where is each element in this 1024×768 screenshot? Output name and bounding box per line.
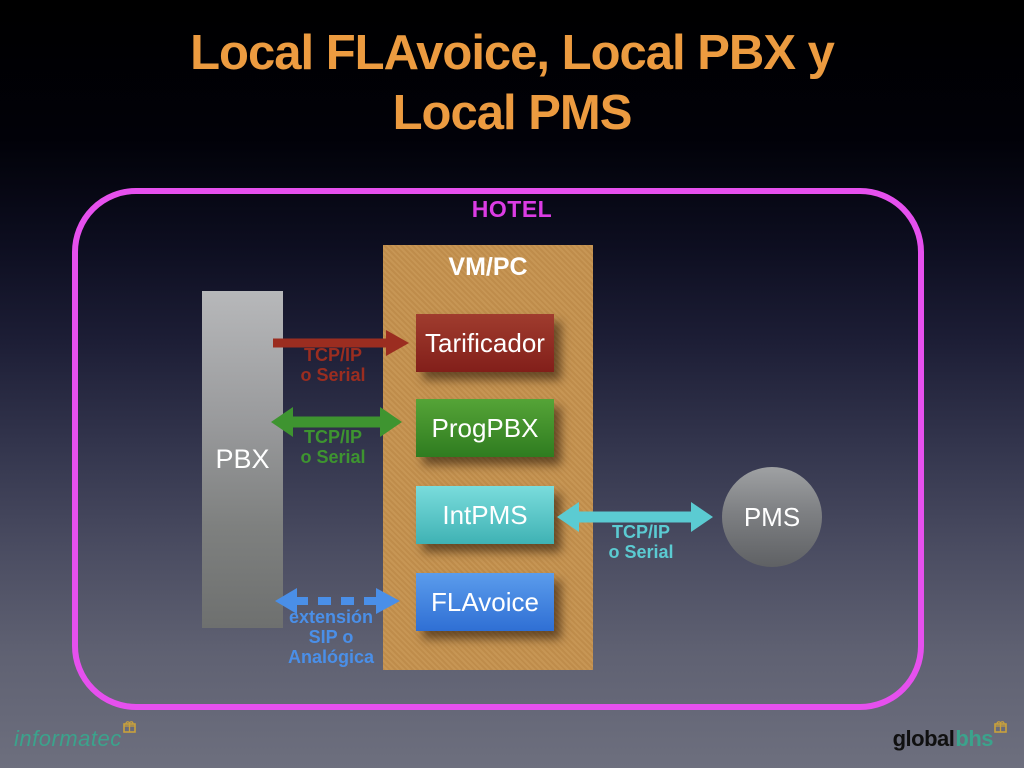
label-pbx-progpbx: TCP/IP o Serial: [300, 427, 366, 467]
hotel-boundary: [72, 188, 924, 710]
informatec-mark-icon: [122, 721, 136, 733]
module-progpbx-label: ProgPBX: [431, 412, 539, 443]
module-tarificador: Tarificador: [416, 314, 554, 372]
pms-node: PMS: [722, 467, 822, 567]
pbx-label: PBX: [215, 444, 270, 474]
module-tarificador-label: Tarificador: [425, 327, 545, 358]
vmpc-label: VM/PC: [448, 253, 528, 281]
title-line-2: Local PMS: [392, 85, 633, 140]
module-intpms-label: IntPMS: [442, 499, 528, 530]
pms-label: PMS: [743, 501, 801, 532]
title-line-1: Local FLAvoice, Local PBX y: [190, 26, 835, 80]
module-flavoice: FLAvoice: [416, 573, 554, 631]
label-pbx-tarificador: TCP/IP o Serial: [300, 345, 366, 385]
globalbhs-logo: global bhs: [892, 721, 1008, 752]
globalbhs-wordmark-bhs: bhs: [955, 726, 993, 751]
hotel-label: HOTEL: [471, 196, 553, 222]
page-title: Local FLAvoice, Local PBX y Local PMS: [0, 24, 1024, 144]
label-intpms-pms: TCP/IP o Serial: [608, 522, 674, 562]
globalbhs-mark-icon: [994, 721, 1007, 733]
label-pbx-flavoice: extensión SIP o Analógica: [287, 607, 375, 667]
module-progpbx: ProgPBX: [416, 399, 554, 457]
informatec-wordmark: informatec: [14, 726, 122, 751]
globalbhs-wordmark-global: global: [892, 726, 955, 751]
module-flavoice-label: FLAvoice: [431, 586, 539, 617]
module-intpms: IntPMS: [416, 486, 554, 544]
informatec-logo: informatec: [14, 721, 137, 752]
pbx-node: PBX: [202, 291, 283, 628]
